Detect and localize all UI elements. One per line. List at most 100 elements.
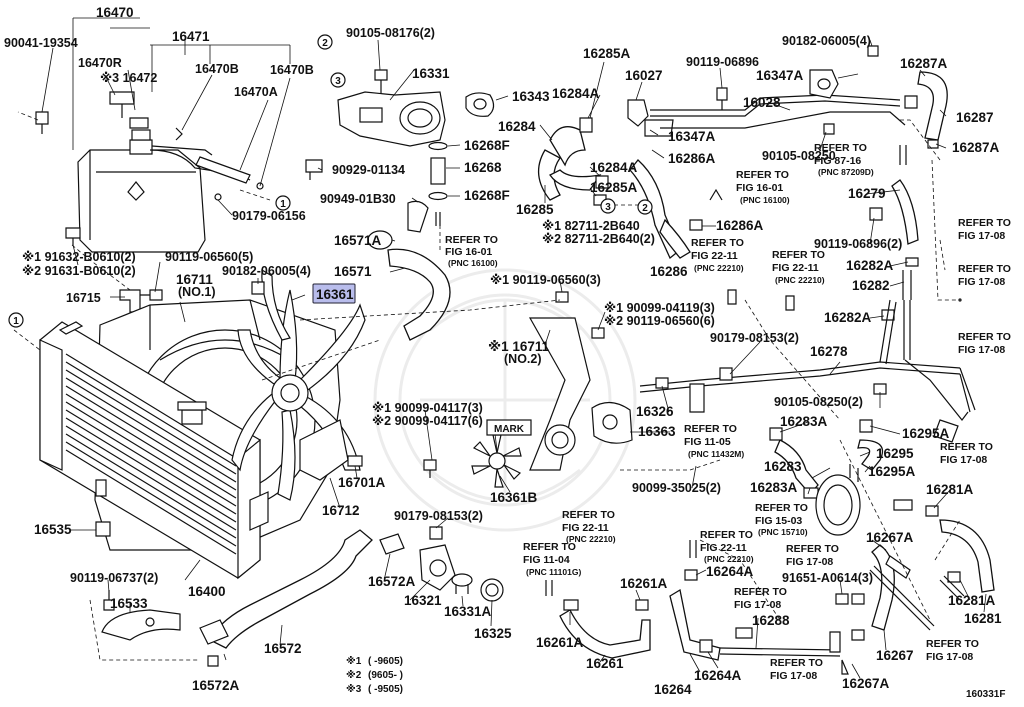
svg-text:FIG 15-03: FIG 15-03 bbox=[755, 515, 802, 527]
highlight-16361[interactable] bbox=[312, 283, 356, 304]
hose-16295 bbox=[857, 439, 884, 471]
svg-text:( -9605): ( -9605) bbox=[368, 656, 403, 667]
label-16470A: 16470A bbox=[234, 85, 278, 99]
svg-text:FIG 87-16: FIG 87-16 bbox=[814, 155, 861, 167]
svg-text:※2 82711-2B640(2): ※2 82711-2B640(2) bbox=[542, 232, 655, 246]
hose-16287 bbox=[917, 71, 948, 141]
label-16470B-b: 16470B bbox=[270, 63, 314, 77]
radiator-16400 bbox=[39, 321, 269, 580]
pulley-16363 bbox=[591, 401, 633, 444]
hose-16286 bbox=[659, 218, 691, 259]
svg-text:1: 1 bbox=[280, 199, 286, 210]
svg-text:REFER TO: REFER TO bbox=[700, 529, 753, 541]
label-16400: 16400 bbox=[188, 584, 226, 599]
label-16282A-b: 16282A bbox=[824, 310, 872, 325]
label-16287A-a: 16287A bbox=[900, 56, 948, 71]
label-16027: 16027 bbox=[625, 68, 663, 83]
svg-text:REFER TO: REFER TO bbox=[814, 142, 867, 154]
svg-text:REFER TO: REFER TO bbox=[734, 586, 787, 598]
label-90119-06737: 90119-06737(2) bbox=[70, 571, 158, 585]
svg-text:(PNC 15710): (PNC 15710) bbox=[758, 527, 808, 537]
water-pipe-16027 bbox=[538, 45, 906, 260]
label-16283A-b: 16283A bbox=[750, 480, 798, 495]
label-16361B: 16361B bbox=[490, 490, 538, 505]
svg-text:REFER TO: REFER TO bbox=[684, 423, 737, 435]
label-16571: 16571 bbox=[334, 264, 372, 279]
bracket-16715 bbox=[119, 289, 141, 313]
label-16267A-b: 16267A bbox=[842, 676, 890, 691]
label-16261A-b: 16261A bbox=[536, 635, 584, 650]
label-90179-08153-2: 90179-08153(2) bbox=[710, 331, 799, 345]
label-16286: 16286 bbox=[650, 264, 688, 279]
label-90119-06896: 90119-06896 bbox=[686, 55, 759, 69]
radiator-assembly bbox=[35, 91, 522, 641]
label-90105-08176: 90105-08176(2) bbox=[346, 26, 435, 40]
label-16281A-b: 16281A bbox=[948, 593, 996, 608]
svg-text:(PNC 87209D): (PNC 87209D) bbox=[818, 167, 874, 177]
svg-text:REFER TO: REFER TO bbox=[926, 638, 979, 650]
svg-text:FIG 16-01: FIG 16-01 bbox=[445, 246, 492, 258]
label-16295: 16295 bbox=[876, 446, 914, 461]
oil-cooler bbox=[815, 474, 861, 536]
label-16471: 16471 bbox=[172, 29, 210, 44]
svg-text:※1 90119-06560(3): ※1 90119-06560(3) bbox=[490, 273, 601, 287]
thermostat-housing-16331 bbox=[337, 69, 446, 147]
svg-text:FIG 17-08: FIG 17-08 bbox=[734, 599, 781, 611]
svg-text:FIG 22-11: FIG 22-11 bbox=[700, 542, 747, 554]
svg-text:REFER TO: REFER TO bbox=[958, 331, 1011, 343]
watermark-seal bbox=[373, 268, 637, 532]
label-16711-no2: ※1 16711 bbox=[488, 339, 550, 354]
label-16331A: 16331A bbox=[444, 604, 492, 619]
svg-text:FIG 22-11: FIG 22-11 bbox=[691, 250, 738, 262]
label-16283A-a: 16283A bbox=[780, 414, 828, 429]
label-16268F-b: 16268F bbox=[464, 188, 510, 203]
bolt-91632 bbox=[65, 227, 81, 246]
svg-text:REFER TO: REFER TO bbox=[523, 541, 576, 553]
pipe-16288 bbox=[719, 647, 841, 657]
label-16712: 16712 bbox=[322, 503, 360, 518]
svg-text:FIG 17-08: FIG 17-08 bbox=[958, 230, 1005, 242]
label-16281A-a: 16281A bbox=[926, 482, 974, 497]
callout-circles: 2 3 1 1 2 3 bbox=[8, 34, 962, 328]
label-90182-06005-4-top: 90182-06005(4) bbox=[782, 34, 871, 48]
svg-text:REFER TO: REFER TO bbox=[755, 502, 808, 514]
label-16295A-b: 16295A bbox=[868, 464, 916, 479]
svg-text:(PNC 22210): (PNC 22210) bbox=[704, 554, 754, 564]
label-16028: 16028 bbox=[743, 95, 781, 110]
svg-text:※1 90099-04117(3): ※1 90099-04117(3) bbox=[372, 401, 483, 415]
svg-text:FIG 16-01: FIG 16-01 bbox=[736, 182, 783, 194]
label-16470: 16470 bbox=[96, 5, 134, 20]
bracket-16711-no2 bbox=[528, 317, 591, 471]
reserve-tank bbox=[77, 149, 206, 253]
svg-text:REFER TO: REFER TO bbox=[772, 249, 825, 261]
thermostat-16331A bbox=[451, 573, 473, 587]
fan-shroud-lower-16712 bbox=[299, 419, 349, 481]
svg-text:FIG 11-04: FIG 11-04 bbox=[523, 554, 570, 566]
svg-text:2: 2 bbox=[322, 38, 328, 49]
svg-text:FIG 17-08: FIG 17-08 bbox=[770, 670, 817, 682]
label-16571A: 16571A bbox=[334, 233, 382, 248]
label-16715: 16715 bbox=[66, 291, 101, 305]
legend: ※1 ( -9605) ※2 (9605- ) ※3 ( -9505) bbox=[346, 655, 403, 695]
label-16281: 16281 bbox=[964, 611, 1002, 626]
label-16470B-a: 16470B bbox=[195, 62, 239, 76]
svg-text:2: 2 bbox=[642, 203, 648, 214]
label-16470R: 16470R bbox=[78, 56, 122, 70]
label-16533: 16533 bbox=[110, 596, 148, 611]
label-16572A-b: 16572A bbox=[192, 678, 240, 693]
label-91651: 91651-A0614(3) bbox=[782, 571, 873, 585]
label-16268F-a: 16268F bbox=[464, 138, 510, 153]
label-16286A-a: 16286A bbox=[668, 151, 716, 166]
label-16261A-a: 16261A bbox=[620, 576, 668, 591]
svg-text:REFER TO: REFER TO bbox=[958, 217, 1011, 229]
svg-text:FIG 17-08: FIG 17-08 bbox=[940, 454, 987, 466]
label-16361[interactable]: 16361 bbox=[316, 287, 354, 302]
svg-text:REFER TO: REFER TO bbox=[940, 441, 993, 453]
water-pipe-16278 bbox=[639, 361, 961, 387]
label-16284: 16284 bbox=[498, 119, 536, 134]
label-mark: MARK bbox=[494, 424, 525, 435]
fan-16361B bbox=[471, 434, 522, 488]
svg-text:3: 3 bbox=[605, 202, 611, 213]
label-16267A-a: 16267A bbox=[866, 530, 914, 545]
